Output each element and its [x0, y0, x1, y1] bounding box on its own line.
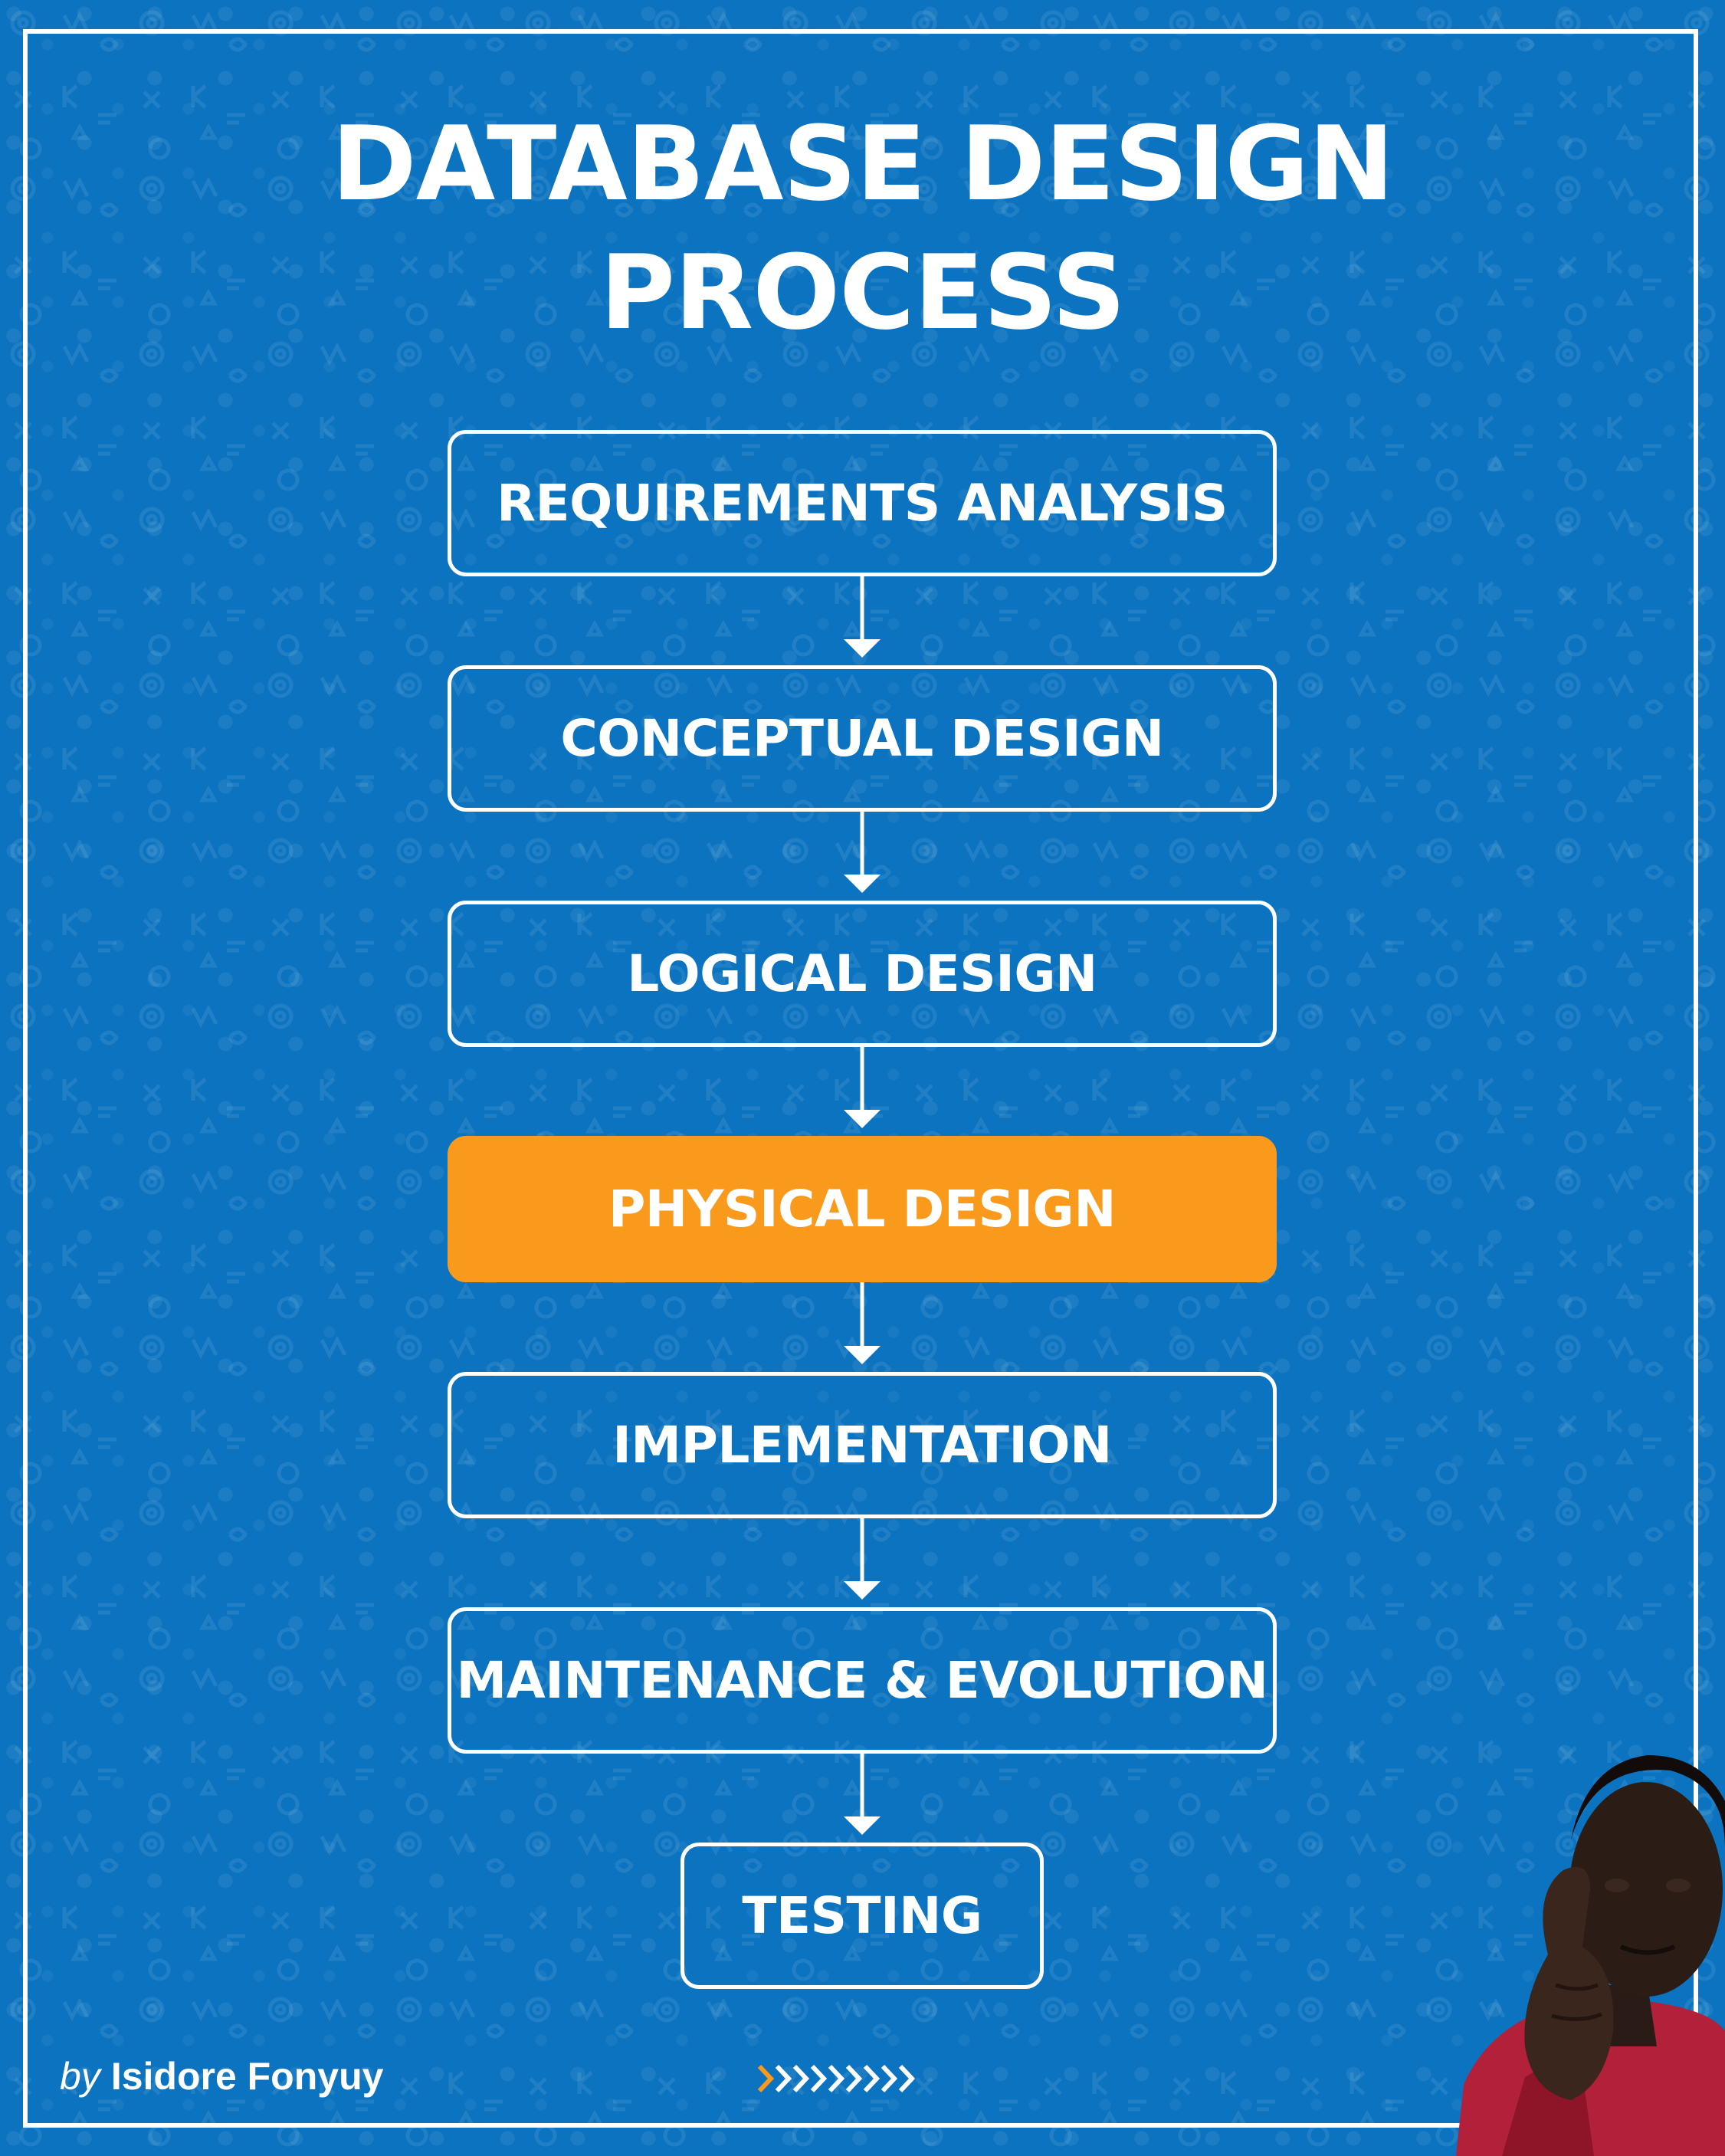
step-label: LOGICAL DESIGN — [627, 944, 1097, 1003]
connector-arrow-5 — [844, 1518, 881, 1600]
chevron-right-icon — [898, 2064, 915, 2093]
chevron-right-icon — [810, 2064, 827, 2093]
connector-arrow-3 — [844, 1047, 881, 1128]
title-line-1: DATABASE DESIGN — [331, 104, 1394, 224]
chevron-right-icon — [775, 2064, 792, 2093]
chevron-right-icon — [881, 2064, 897, 2093]
step-logical-design: LOGICAL DESIGN — [448, 901, 1277, 1047]
connector-arrow-1 — [844, 576, 881, 658]
connector-arrow-2 — [844, 812, 881, 893]
chevron-right-icon — [757, 2064, 774, 2093]
connector-arrow-6 — [844, 1754, 881, 1835]
page-title: DATABASE DESIGN PROCESS — [0, 100, 1725, 357]
step-label: REQUIREMENTS ANALYSIS — [497, 474, 1228, 533]
step-testing: TESTING — [680, 1843, 1044, 1989]
step-implementation: IMPLEMENTATION — [448, 1372, 1277, 1518]
chevron-right-icon — [845, 2064, 862, 2093]
chevron-right-icon — [863, 2064, 880, 2093]
step-label: IMPLEMENTATION — [612, 1416, 1112, 1475]
white-frame-border — [23, 29, 1698, 2128]
step-physical-design: PHYSICAL DESIGN — [448, 1136, 1277, 1282]
chevron-right-icon — [828, 2064, 844, 2093]
author-photo — [1456, 1755, 1725, 2156]
chevron-right-icon — [792, 2064, 809, 2093]
step-label: TESTING — [742, 1886, 982, 1945]
step-conceptual-design: CONCEPTUAL DESIGN — [448, 665, 1277, 812]
title-line-2: PROCESS — [599, 233, 1126, 353]
step-maintenance-evolution: MAINTENANCE & EVOLUTION — [448, 1607, 1277, 1754]
step-requirements-analysis: REQUIREMENTS ANALYSIS — [448, 430, 1277, 576]
step-label: CONCEPTUAL DESIGN — [560, 709, 1164, 768]
connector-arrow-4 — [844, 1282, 881, 1364]
byline-author: Isidore Fonyuy — [110, 2055, 384, 2098]
step-label: MAINTENANCE & EVOLUTION — [456, 1651, 1268, 1710]
swipe-chevrons-icon — [757, 2063, 916, 2094]
step-label: PHYSICAL DESIGN — [608, 1180, 1116, 1239]
byline-prefix: by — [60, 2055, 100, 2098]
